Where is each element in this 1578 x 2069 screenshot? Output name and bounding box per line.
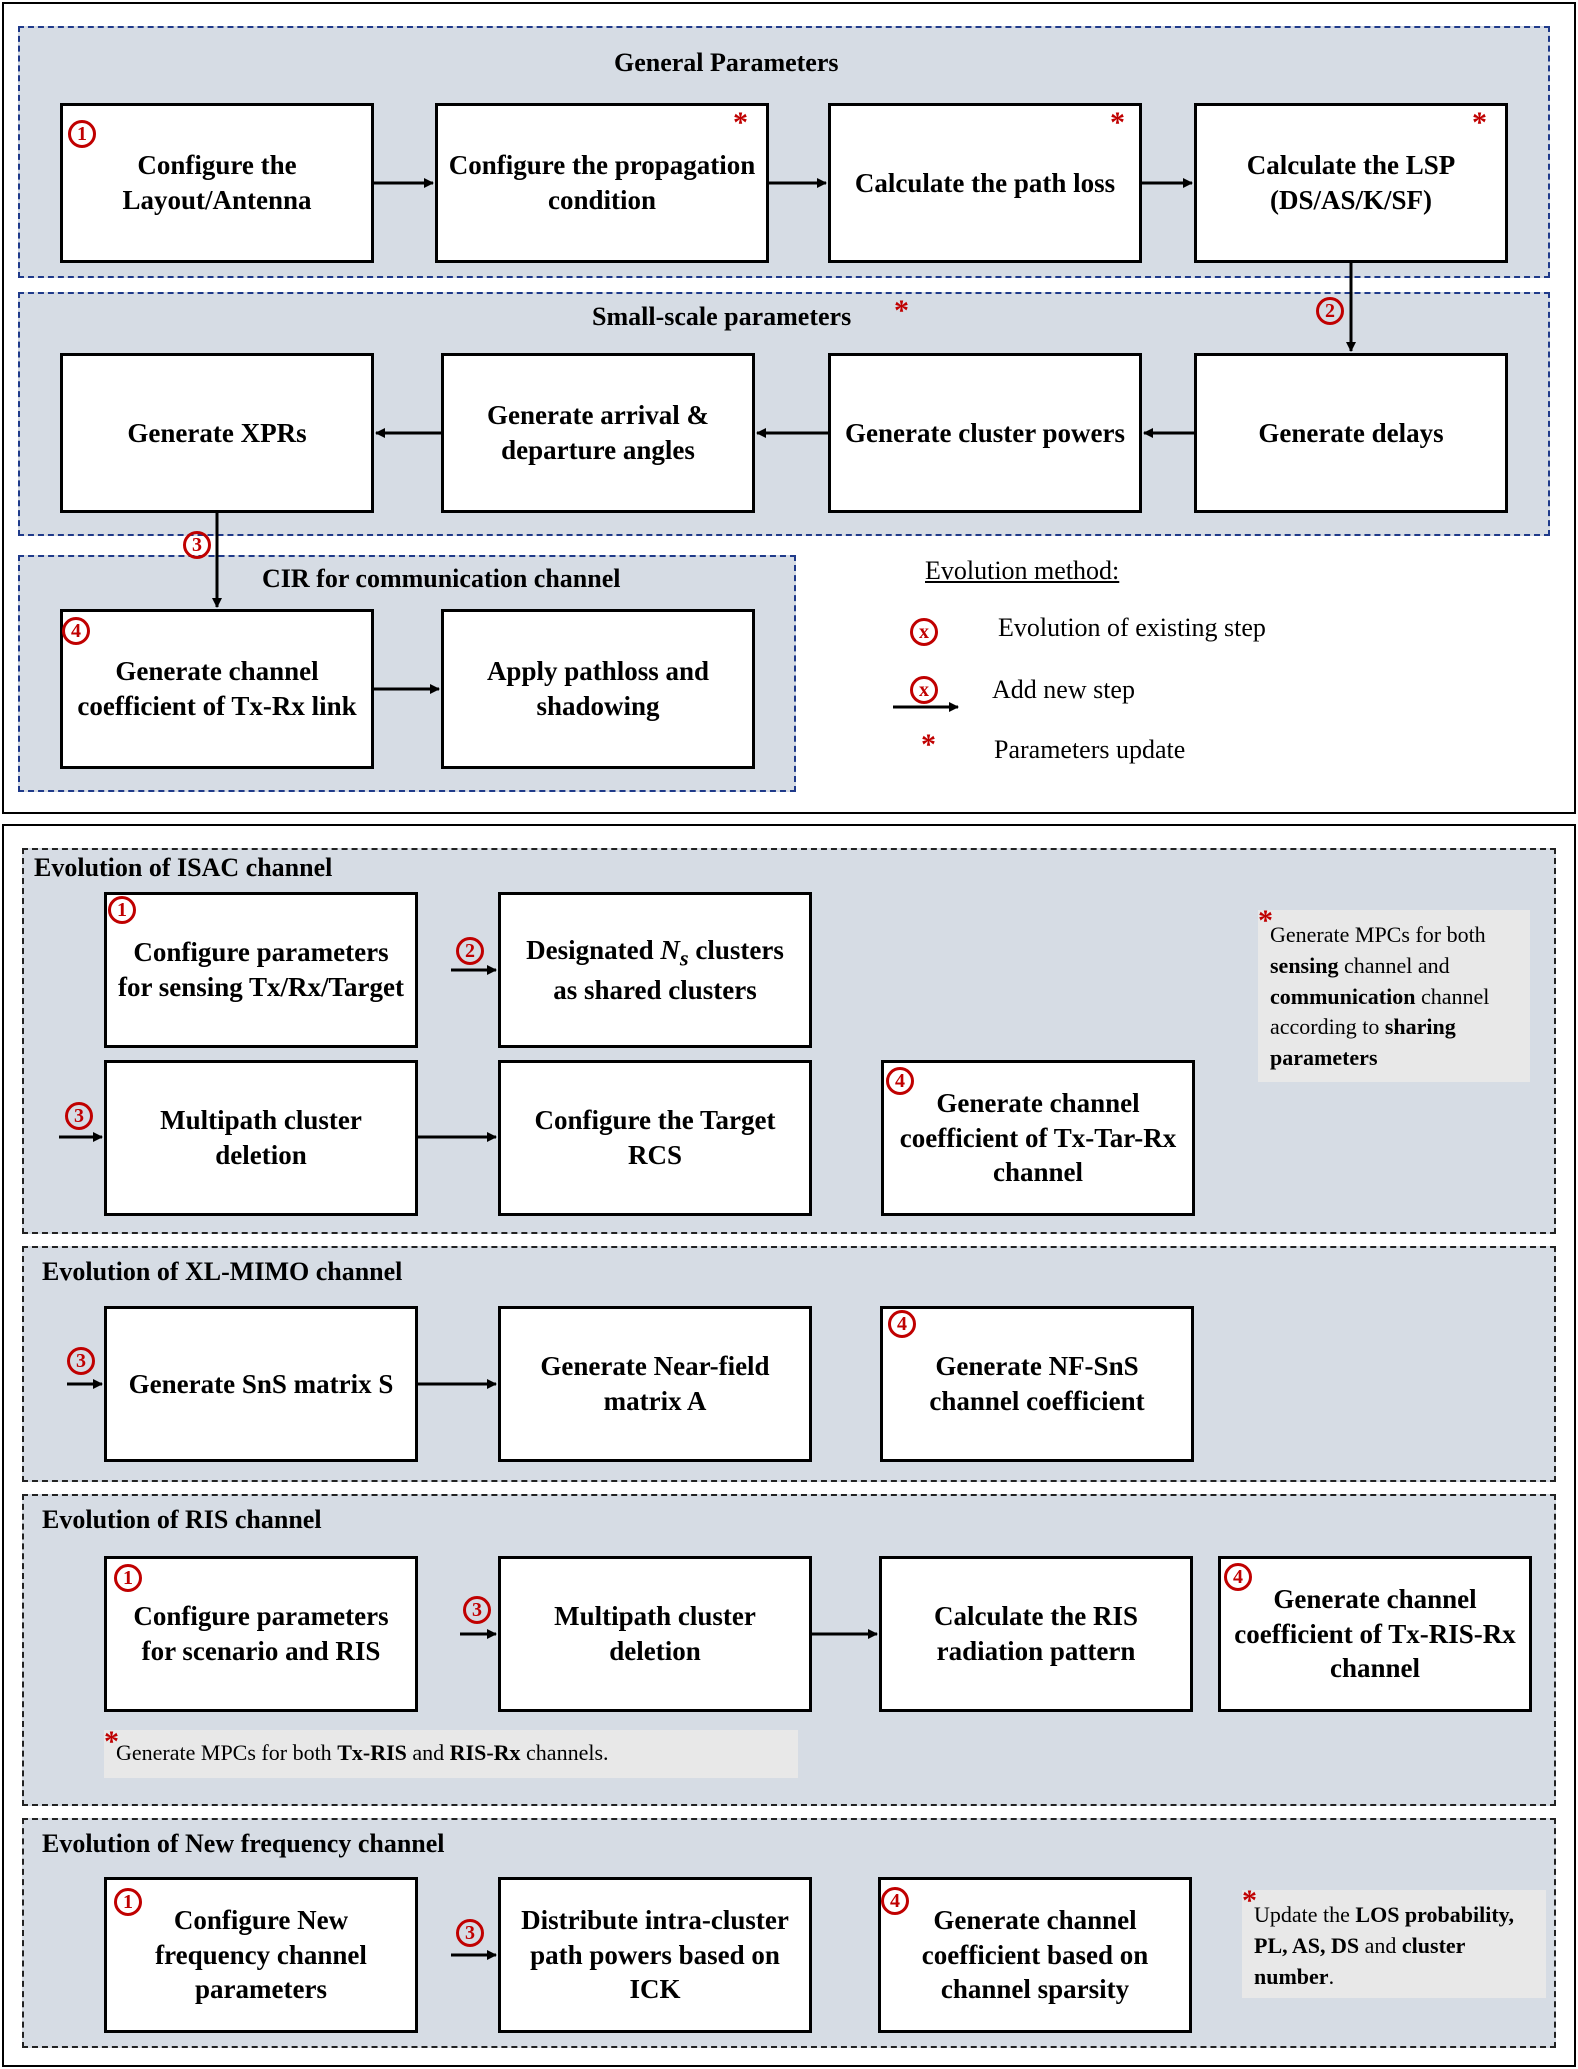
propagation-star: * [733, 106, 748, 139]
isac-step-1-marker: 1 [108, 896, 136, 924]
ris-note-t3: channels. [520, 1740, 609, 1765]
ris-note-t1: Generate MPCs for both [116, 1740, 338, 1765]
isac-title: Evolution of ISAC channel [34, 853, 333, 882]
box-channel-sparsity-coefficient: Generate channel coefficient based on ch… [878, 1877, 1192, 2033]
isac-note: Generate MPCs for both sensing channel a… [1258, 910, 1530, 1082]
legend-new-step-marker: x [910, 676, 938, 704]
legend-evolution-marker: x [910, 618, 938, 646]
legend-title: Evolution method: [925, 556, 1120, 585]
newfreq-step-4-marker: 4 [881, 1887, 909, 1915]
general-parameters-title: General Parameters [614, 48, 839, 77]
isac-note-b2: communication [1270, 983, 1416, 1009]
box-generate-tx-rx-coefficient: Generate channel coefficient of Tx-Rx li… [60, 609, 374, 769]
isac-note-t1: Generate MPCs for both [1270, 922, 1486, 947]
newfreq-note-b1: LOS probability, PL, AS, DS [1254, 1902, 1514, 1958]
step-3-marker: 3 [183, 531, 211, 559]
ris-note-star: * [104, 1725, 119, 1758]
box-nf-sns-coefficient: Generate NF-SnS channel coefficient [880, 1306, 1194, 1462]
box-calculate-path-loss: Calculate the path loss [828, 103, 1142, 263]
box-configure-sensing: Configure parameters for sensing Tx/Rx/T… [104, 892, 418, 1048]
box-configure-propagation: Configure the propagation condition [435, 103, 769, 263]
box-target-rcs: Configure the Target RCS [498, 1060, 812, 1216]
isac-note-t3: channel according to [1270, 983, 1490, 1040]
ris-note-b1: Tx-RIS [337, 1740, 407, 1765]
ns-var-n: N [660, 934, 680, 965]
box-generate-xprs: Generate XPRs [60, 353, 374, 513]
newfreq-step-1-marker: 1 [114, 1888, 142, 1916]
ris-step-1-marker: 1 [114, 1564, 142, 1592]
ris-step-3-marker: 3 [463, 1596, 491, 1624]
box-near-field-matrix: Generate Near-field matrix A [498, 1306, 812, 1462]
newfreq-note: Update the LOS probability, PL, AS, DS a… [1242, 1890, 1546, 1998]
box-configure-layout: Configure the Layout/Antenna [60, 103, 374, 263]
legend-parameters-update: Parameters update [994, 735, 1186, 764]
box-isac-cluster-deletion: Multipath cluster deletion [104, 1060, 418, 1216]
box-tx-ris-rx-coefficient: Generate channel coefficient of Tx-RIS-R… [1218, 1556, 1532, 1712]
isac-step-2-marker: 2 [456, 937, 484, 965]
ns-var-sub: s [679, 945, 689, 971]
newfreq-step-3-marker: 3 [456, 1919, 484, 1947]
step-1-marker: 1 [68, 120, 96, 148]
box-distribute-intra-cluster: Distribute intra-cluster path powers bas… [498, 1877, 812, 2033]
lsp-star: * [1472, 106, 1487, 139]
isac-note-b1: sensing [1270, 952, 1339, 978]
box-tx-tar-rx-coefficient: Generate channel coefficient of Tx-Tar-R… [881, 1060, 1195, 1216]
isac-note-b3: sharing parameters [1270, 1014, 1456, 1071]
box-ris-radiation-pattern: Calculate the RIS radiation pattern [879, 1556, 1193, 1712]
designated-text: Designated [526, 934, 661, 965]
path-loss-star: * [1110, 106, 1125, 139]
ris-step-4-marker: 4 [1224, 1563, 1252, 1591]
box-designated-clusters: Designated Ns clusters as shared cluster… [498, 892, 812, 1048]
newfreq-note-t1: Update the [1254, 1902, 1356, 1927]
shared-clusters-text: clusters as shared clusters [553, 934, 784, 1005]
newfreq-note-star: * [1242, 1884, 1257, 1917]
newfreq-note-t2: and [1359, 1932, 1402, 1958]
box-calculate-lsp: Calculate the LSP (DS/AS/K/SF) [1194, 103, 1508, 263]
ris-note-t2: and [406, 1740, 450, 1765]
isac-note-star: * [1258, 904, 1273, 937]
legend-evolution-existing: Evolution of existing step [998, 613, 1266, 642]
newfreq-note-t3: . [1328, 1963, 1335, 1989]
box-generate-cluster-powers: Generate cluster powers [828, 353, 1142, 513]
step-2-marker: 2 [1316, 297, 1344, 325]
xlmimo-step-3-marker: 3 [67, 1347, 95, 1375]
legend-star: * [921, 728, 936, 761]
small-scale-star: * [894, 294, 909, 327]
box-generate-delays: Generate delays [1194, 353, 1508, 513]
xlmimo-title: Evolution of XL-MIMO channel [42, 1257, 403, 1286]
isac-step-4-marker: 4 [886, 1067, 914, 1095]
ris-note: Generate MPCs for both Tx-RIS and RIS-Rx… [104, 1730, 798, 1778]
newfreq-note-b2: cluster number [1254, 1932, 1466, 1989]
box-sns-matrix: Generate SnS matrix S [104, 1306, 418, 1462]
legend-add-new-step: Add new step [992, 675, 1135, 704]
box-configure-new-frequency: Configure New frequency channel paramete… [104, 1877, 418, 2033]
ns-variable: Ns [660, 934, 688, 970]
newfreq-title: Evolution of New frequency channel [42, 1829, 445, 1858]
xlmimo-step-4-marker: 4 [888, 1310, 916, 1338]
ris-title: Evolution of RIS channel [42, 1505, 322, 1534]
box-generate-angles: Generate arrival & departure angles [441, 353, 755, 513]
box-ris-cluster-deletion: Multipath cluster deletion [498, 1556, 812, 1712]
isac-note-t2: channel and [1338, 952, 1450, 978]
box-configure-ris: Configure parameters for scenario and RI… [104, 1556, 418, 1712]
isac-step-3-marker: 3 [65, 1102, 93, 1130]
ris-note-b2: RIS-Rx [449, 1740, 521, 1765]
small-scale-title: Small-scale parameters [592, 302, 852, 331]
cir-title: CIR for communication channel [262, 564, 621, 593]
box-apply-pathloss: Apply pathloss and shadowing [441, 609, 755, 769]
step-4-marker: 4 [62, 617, 90, 645]
